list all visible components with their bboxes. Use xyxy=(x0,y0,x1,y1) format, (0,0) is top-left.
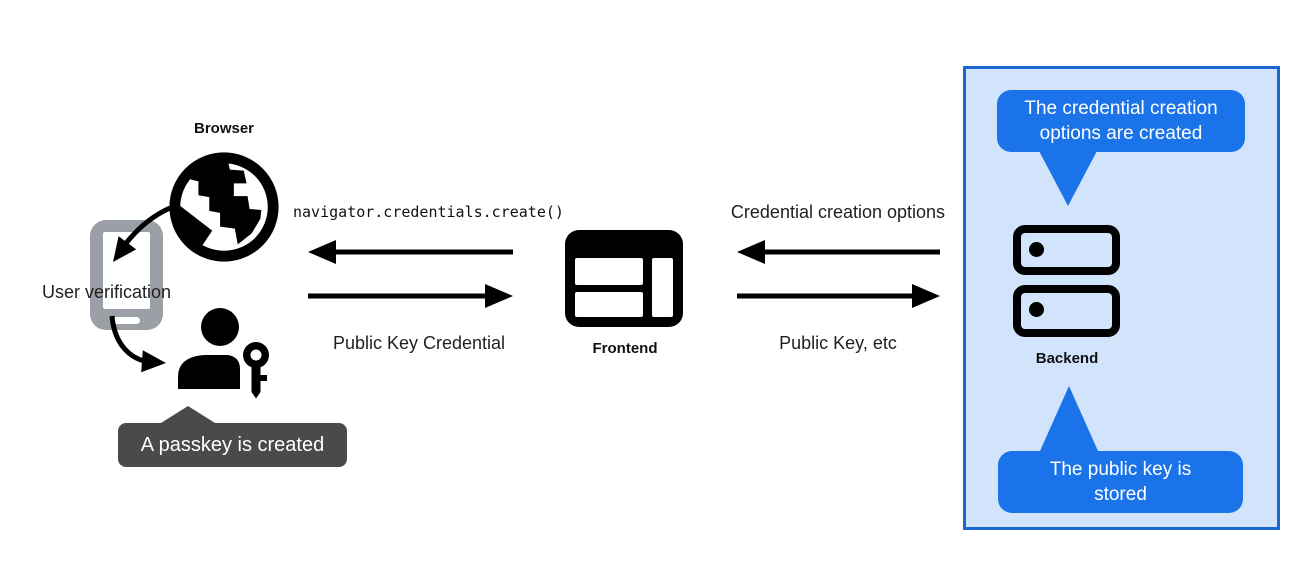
public-key-credential-label: Public Key Credential xyxy=(332,333,506,353)
passkey-tooltip-pointer xyxy=(161,406,215,423)
public-key-stored-tooltip: The public key is stored xyxy=(998,451,1243,513)
passkey-created-tooltip: A passkey is created xyxy=(118,423,347,467)
user-with-key-icon xyxy=(178,308,269,399)
server-led-dot xyxy=(1029,302,1044,317)
arrow-frontend-to-backend xyxy=(737,284,940,308)
browser-window-pane xyxy=(575,292,643,317)
options-created-tooltip-text: The credential creation options are crea… xyxy=(1024,98,1218,144)
browser-window-pane xyxy=(652,258,673,317)
public-key-stored-tooltip-pointer xyxy=(1040,386,1098,451)
backend-panel: The credential creation options are crea… xyxy=(963,66,1280,530)
credential-creation-options-label: Credential creation options xyxy=(730,202,946,222)
passkey-created-tooltip-text: A passkey is created xyxy=(140,433,325,456)
public-key-etc-label: Public Key, etc xyxy=(779,333,897,353)
globe-icon xyxy=(169,152,279,262)
create-call-code-label: navigator.credentials.create() xyxy=(293,203,564,221)
public-key-stored-tooltip-text: The public key is stored xyxy=(1049,459,1192,505)
server-stack-icon xyxy=(1013,225,1120,275)
browser-window-icon xyxy=(565,230,683,327)
smartphone-homebar xyxy=(113,317,140,324)
server-led-dot xyxy=(1029,242,1044,257)
arrow-frontend-to-browser xyxy=(308,240,513,264)
options-created-tooltip-pointer xyxy=(1038,149,1098,206)
backend-label: Backend xyxy=(1035,350,1099,367)
user-verification-label: User verification xyxy=(42,282,172,302)
browser-label: Browser xyxy=(193,120,255,137)
browser-window-pane xyxy=(575,258,643,285)
frontend-label: Frontend xyxy=(592,340,658,357)
options-created-tooltip: The credential creation options are crea… xyxy=(997,90,1245,152)
smartphone-icon xyxy=(90,220,163,330)
server-stack-icon xyxy=(1013,285,1120,337)
arrow-backend-to-frontend xyxy=(737,240,940,264)
arrow-browser-to-frontend xyxy=(308,284,513,308)
